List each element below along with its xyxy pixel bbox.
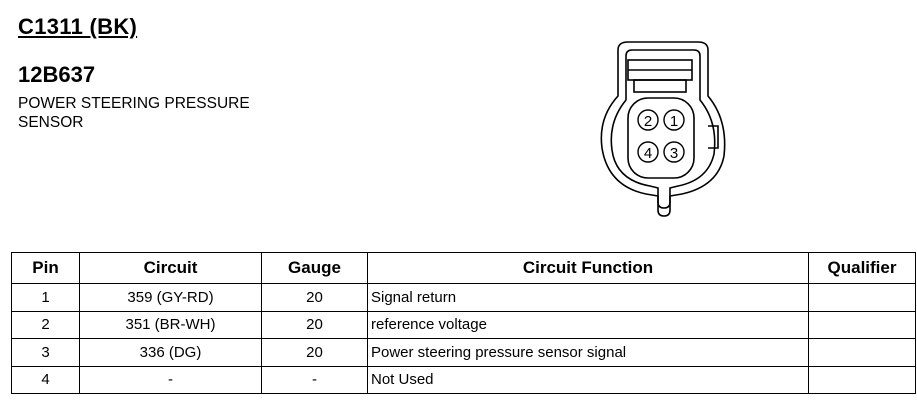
header-circuit: Circuit [79, 252, 262, 284]
connector-inner-housing [610, 49, 716, 209]
pin-2-circle [637, 109, 659, 131]
cell-pin: 2 [11, 310, 80, 339]
header-pin: Pin [11, 252, 80, 284]
cell-pin: 1 [11, 283, 80, 312]
pin-circles: 2 1 4 3 [637, 109, 685, 163]
header-gauge: Gauge [261, 252, 368, 284]
header-circuit-function: Circuit Function [367, 252, 809, 284]
part-number: 12B637 [18, 62, 96, 87]
pin-3-circle [663, 141, 685, 163]
table-row: 1 359 (GY-RD) 20 Signal return [11, 283, 916, 312]
pinout-table: Pin Circuit Gauge Circuit Function Quali… [11, 252, 916, 394]
cell-function: Signal return [367, 283, 809, 312]
cell-function: reference voltage [367, 310, 809, 339]
cell-qualifier [808, 283, 916, 312]
header-qualifier: Qualifier [808, 252, 916, 284]
cell-circuit: - [79, 365, 262, 394]
cell-circuit: 351 (BR-WH) [79, 310, 262, 339]
description-line-1: POWER STEERING PRESSURE [18, 95, 250, 112]
pin-3-label: 3 [670, 145, 678, 162]
table-header-row: Pin Circuit Gauge Circuit Function Quali… [11, 252, 916, 284]
cell-function: Power steering pressure sensor signal [367, 338, 809, 367]
connector-outer-housing [600, 41, 726, 217]
cell-qualifier [808, 310, 916, 339]
pin-4-circle [637, 141, 659, 163]
cell-function: Not Used [367, 365, 809, 394]
table-row: 4 - - Not Used [11, 365, 916, 394]
pin-cavity [627, 97, 695, 179]
cell-gauge: 20 [261, 310, 368, 339]
table-row: 2 351 (BR-WH) 20 reference voltage [11, 310, 916, 339]
table-row: 3 336 (DG) 20 Power steering pressure se… [11, 338, 916, 367]
pin-1-label: 1 [670, 113, 678, 130]
cell-qualifier [808, 365, 916, 394]
cell-gauge: - [261, 365, 368, 394]
cell-pin: 4 [11, 365, 80, 394]
description-line-2: SENSOR [18, 114, 84, 131]
connector-id: C1311 (BK) [18, 14, 138, 39]
cell-circuit: 336 (DG) [79, 338, 262, 367]
connector-face-diagram: 2 1 4 3 [600, 41, 726, 217]
connector-side-tab [708, 125, 719, 149]
cell-gauge: 20 [261, 283, 368, 312]
pin-2-label: 2 [644, 113, 652, 130]
connector-description: POWER STEERING PRESSURE SENSOR [18, 94, 338, 132]
cell-qualifier [808, 338, 916, 367]
pin-4-label: 4 [644, 145, 652, 162]
pin-1-circle [663, 109, 685, 131]
cell-gauge: 20 [261, 338, 368, 367]
cell-pin: 3 [11, 338, 80, 367]
cell-circuit: 359 (GY-RD) [79, 283, 262, 312]
